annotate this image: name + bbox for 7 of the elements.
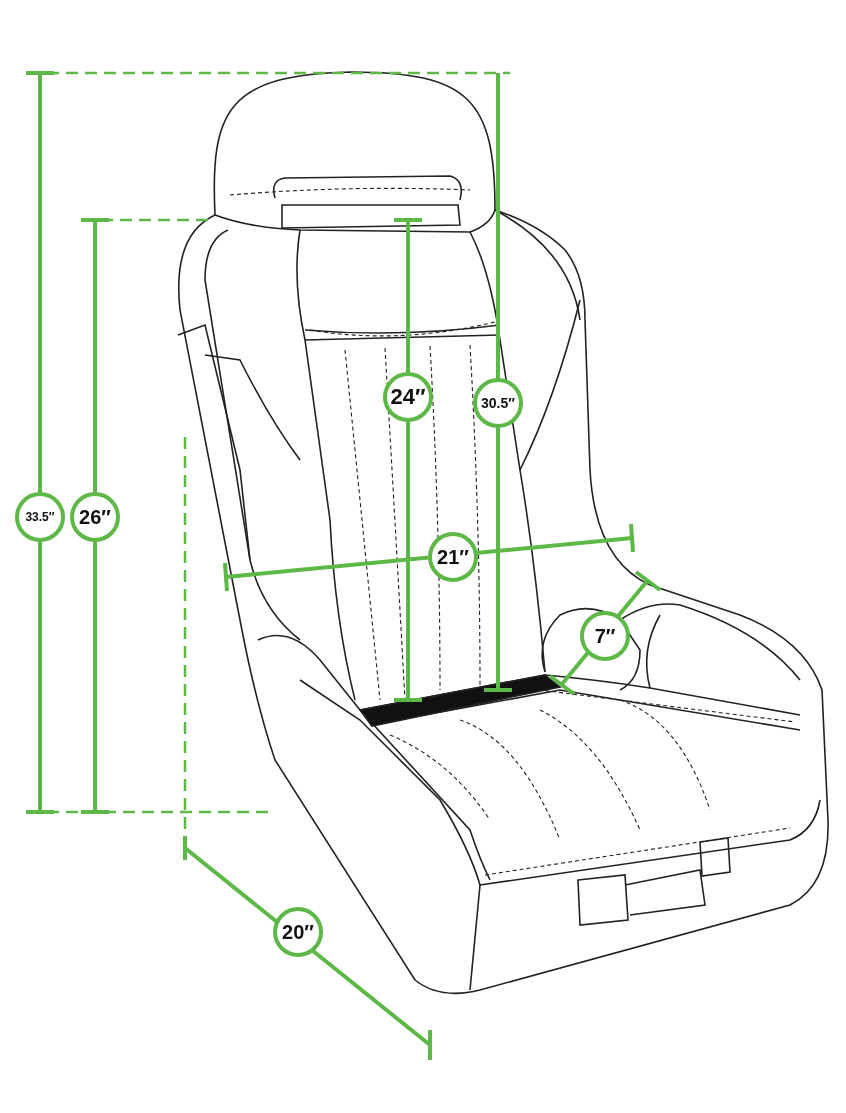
- dimension-label: 7″: [580, 611, 630, 661]
- dimension-label: 33.5″: [15, 492, 65, 542]
- dimension-label: 24″: [383, 372, 433, 422]
- dimension-label: 20″: [273, 907, 323, 957]
- dimension-label: 21″: [428, 532, 478, 582]
- dimension-label: 26″: [70, 492, 120, 542]
- dimension-label: 30.5″: [473, 378, 523, 428]
